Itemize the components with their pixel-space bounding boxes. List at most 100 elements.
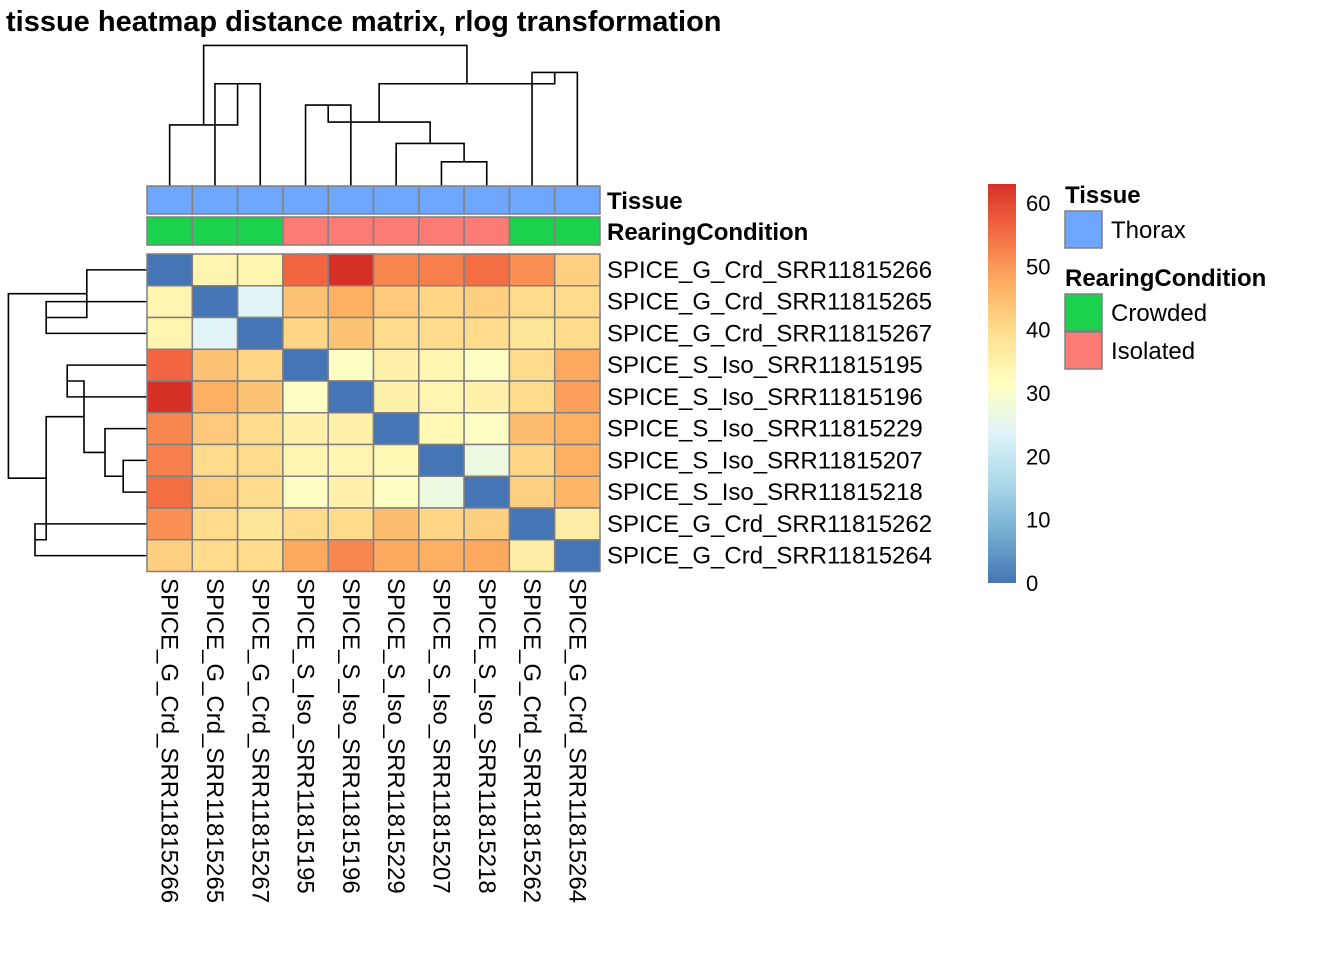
heatmap-cell <box>553 380 601 414</box>
heatmap-cell <box>508 253 556 287</box>
heatmap-cell <box>508 475 556 509</box>
colorbar-tick-label: 10 <box>1026 508 1050 533</box>
heatmap-cell <box>418 316 465 350</box>
heatmap-cell <box>372 316 420 350</box>
dendrogram-link <box>304 104 352 186</box>
dendrogram-link <box>66 364 147 398</box>
heatmap-cell <box>418 507 465 541</box>
heatmap-cell <box>191 380 239 414</box>
heatmap-cell <box>418 412 465 446</box>
legend-item-label: Isolated <box>1111 338 1195 365</box>
dendrogram-link <box>35 415 84 541</box>
colorbar-tick-label: 30 <box>1026 381 1050 406</box>
annotation-cell <box>463 216 511 246</box>
heatmap-cell <box>282 539 329 573</box>
heatmap-cell <box>282 316 329 350</box>
annotation-cell <box>508 185 556 215</box>
row-label: SPICE_G_Crd_SRR11815265 <box>607 289 932 316</box>
heatmap-cell <box>191 316 239 350</box>
heatmap-cell <box>508 285 556 319</box>
annotation-cell <box>372 185 420 215</box>
annotation-cell <box>327 185 375 215</box>
heatmap-cell <box>508 539 556 573</box>
colorbar-gradient <box>988 184 1016 583</box>
heatmap-cell <box>282 443 329 477</box>
heatmap-cell <box>463 412 511 446</box>
heatmap-cell <box>146 285 194 319</box>
legend-item-label: Crowded <box>1111 300 1207 327</box>
annotation-cell <box>146 216 194 246</box>
heatmap-cell <box>418 285 465 319</box>
heatmap-cell <box>372 507 420 541</box>
legend-title: Tissue <box>1065 182 1141 209</box>
heatmap-cell <box>191 443 239 477</box>
heatmap-cell <box>236 539 284 573</box>
dendrogram-link <box>122 459 147 493</box>
row-dendrogram <box>7 269 147 557</box>
annotation-legend: TissueThoraxRearingConditionCrowdedIsola… <box>1064 182 1266 370</box>
column-label: SPICE_S_Iso_SRR11815195 <box>292 578 319 894</box>
annotation-cell <box>418 185 465 215</box>
heatmap-cell <box>553 348 601 382</box>
row-label: SPICE_S_Iso_SRR11815207 <box>607 447 923 474</box>
legend-item-label: Thorax <box>1111 217 1186 244</box>
annotation-cell <box>553 216 601 246</box>
column-label: SPICE_S_Iso_SRR11815196 <box>337 578 364 894</box>
column-label: SPICE_G_Crd_SRR11815262 <box>518 578 545 903</box>
heatmap-cell <box>191 253 239 287</box>
heatmap-cell <box>327 475 375 509</box>
heatmap-cell <box>282 348 329 382</box>
heatmap-cell <box>146 253 194 287</box>
heatmap-cell <box>236 443 284 477</box>
colorbar-tick-label: 60 <box>1026 191 1050 216</box>
heatmap-cell <box>372 285 420 319</box>
heatmap-cell <box>146 443 194 477</box>
dendrogram-link <box>168 83 239 186</box>
heatmap-cell <box>146 380 194 414</box>
dendrogram-link <box>67 380 105 454</box>
legend-swatch <box>1064 210 1103 249</box>
heatmap-cell <box>553 316 601 350</box>
heatmap-cell <box>191 285 239 319</box>
annotation-cell <box>236 185 284 215</box>
heatmap-cell <box>372 380 420 414</box>
heatmap-cell <box>553 253 601 287</box>
heatmap-cell <box>372 253 420 287</box>
heatmap-cell <box>553 507 601 541</box>
heatmap-cell <box>463 348 511 382</box>
row-label: SPICE_G_Crd_SRR11815267 <box>607 320 932 347</box>
column-label: SPICE_G_Crd_SRR11815265 <box>201 578 228 903</box>
column-dendrogram <box>168 44 579 186</box>
dendrogram-link <box>440 161 488 186</box>
heatmap-cell <box>553 475 601 509</box>
heatmap-cell <box>327 443 375 477</box>
heatmap-cell <box>418 539 465 573</box>
heatmap-cell <box>236 253 284 287</box>
legend-title: RearingCondition <box>1065 265 1266 292</box>
heatmap-cell <box>146 507 194 541</box>
dendrogram-link <box>378 72 556 123</box>
column-label: SPICE_S_Iso_SRR11815218 <box>473 578 500 894</box>
dendrogram-link <box>7 292 87 480</box>
heatmap-cell <box>327 285 375 319</box>
heatmap-cell <box>553 443 601 477</box>
heatmap-cell <box>191 539 239 573</box>
annotation-row-label: Tissue <box>607 188 683 215</box>
heatmap-cell <box>463 507 511 541</box>
heatmap-cell <box>418 475 465 509</box>
annotation-cell <box>191 216 239 246</box>
dendrogram-link <box>104 427 147 478</box>
colorbar-tick-label: 20 <box>1026 444 1050 469</box>
legend-swatch <box>1064 293 1103 332</box>
annotation-cell <box>282 216 329 246</box>
heatmap-cell <box>372 412 420 446</box>
colorbar-tick-label: 40 <box>1026 318 1050 343</box>
heatmap-cell <box>553 539 601 573</box>
heatmap-cell <box>463 443 511 477</box>
heatmap-cell <box>327 380 375 414</box>
heatmap-cell <box>508 412 556 446</box>
heatmap-cell <box>236 316 284 350</box>
